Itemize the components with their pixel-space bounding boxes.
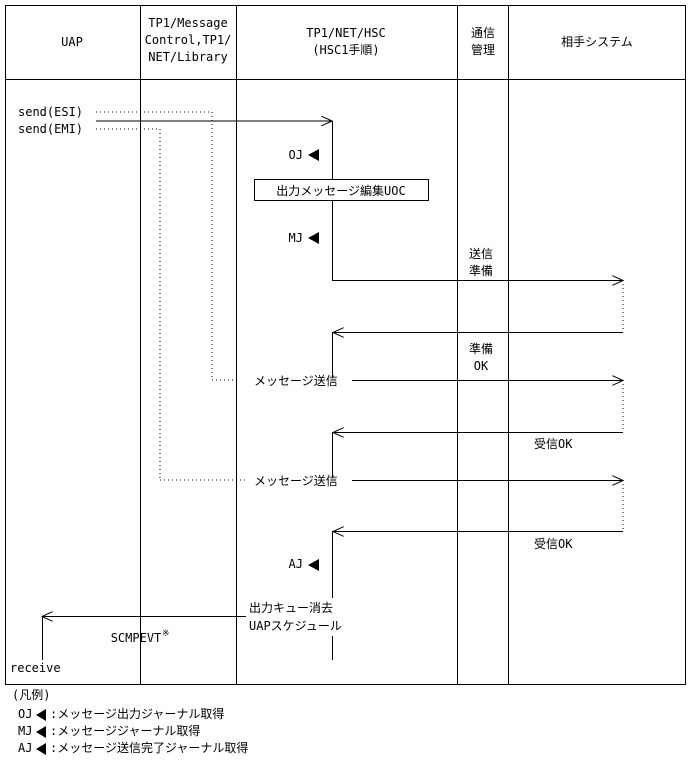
legend-mj-text: :メッセージジャーナル取得 [50,723,200,738]
aj-triangle-icon [308,559,319,571]
legend-oj-text: :メッセージ出力ジャーナル取得 [50,706,224,721]
recv-ok-1-label: 受信OK [534,437,573,451]
send-emi-label: send(EMI) [18,122,83,136]
legend-mj-code: MJ [18,724,32,738]
legend-title: (凡例) [12,688,50,702]
mj-label: MJ [289,231,303,245]
oj-triangle-icon [308,149,319,161]
legend-aj-code: AJ [18,741,32,755]
diagram-frame [5,5,686,685]
header-comm-line1: 通信 [471,26,495,40]
header-msgctl-line2: Control,TP1/ [145,33,232,47]
header-remote: 相手システム [561,35,633,49]
mj-triangle-icon [308,232,319,244]
legend-oj-triangle-icon [36,709,46,721]
scmpevt-note-mark: ※ [162,629,170,639]
header-comm-line2: 管理 [471,42,495,57]
receive-label: receive [10,661,61,675]
msg-send-1-label: メッセージ送信 [254,373,338,388]
uoc-box [254,179,429,201]
legend-mj-triangle-icon [36,726,46,738]
header-uap: UAP [61,35,83,49]
prep-ok-line1: 準備 [469,341,493,356]
send-prep-line2: 準備 [469,263,493,278]
legend-aj-text: :メッセージ送信完了ジャーナル取得 [50,740,248,755]
header-hsc-line2: (HSC1手順) [312,43,379,57]
queue-clear-line1: 出力キュー消去 [249,601,333,615]
send-prep-line1: 送信 [469,246,493,261]
oj-label: OJ [289,148,303,162]
uoc-box-label: 出力メッセージ編集UOC [276,183,405,198]
recv-ok-2-label: 受信OK [534,537,573,551]
queue-clear-line2: UAPスケジュール [249,619,342,633]
prep-ok-line2: OK [474,359,489,373]
legend-aj-triangle-icon [36,743,46,755]
header-hsc-line1: TP1/NET/HSC [306,26,385,40]
header-msgctl-line3: NET/Library [148,50,227,64]
legend-oj-code: OJ [18,707,32,721]
header-msgctl-line1: TP1/Message [148,16,227,30]
send-esi-label: send(ESI) [18,105,83,119]
msg-send-2-label: メッセージ送信 [254,473,338,488]
scmpevt-label: SCMPEVT [111,631,162,645]
aj-label: AJ [289,557,303,571]
